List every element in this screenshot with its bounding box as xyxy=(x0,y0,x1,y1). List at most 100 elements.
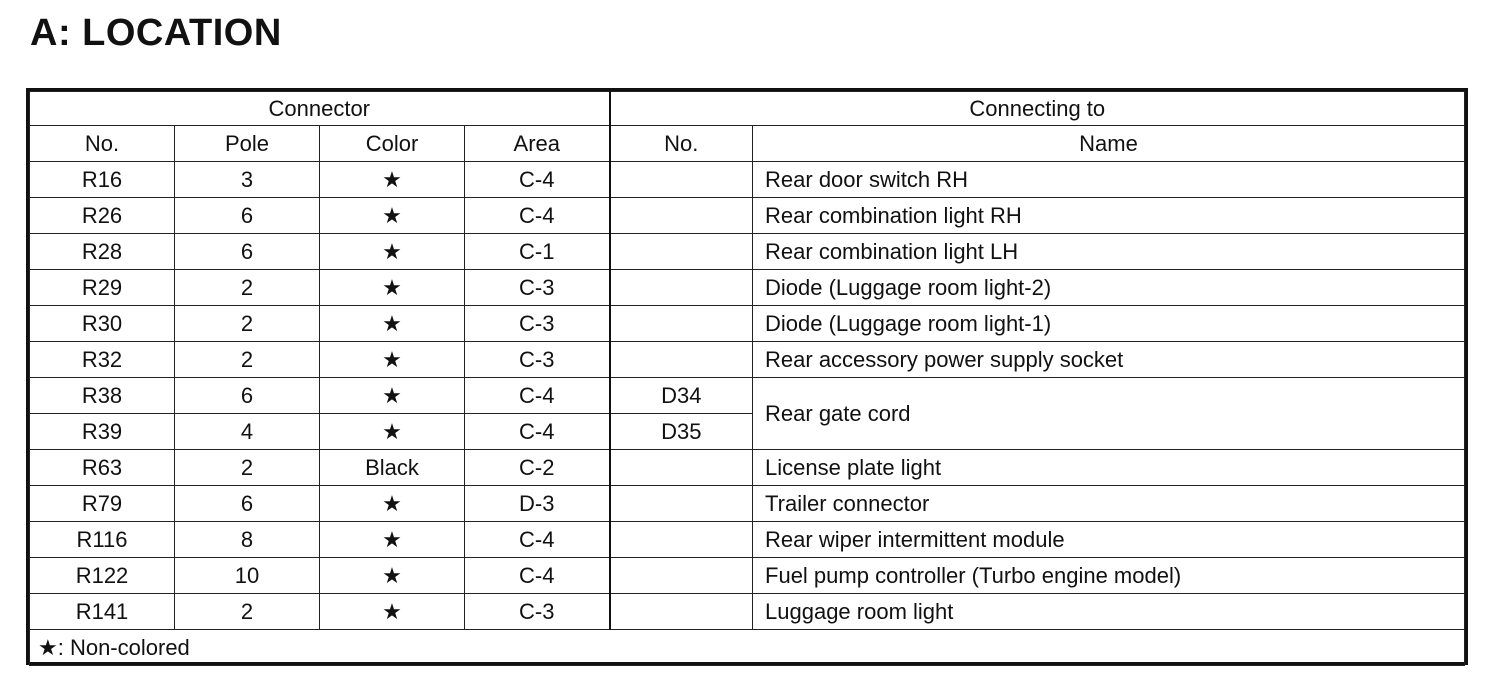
cell-color: ★ xyxy=(319,269,465,306)
footnote: ★: Non-colored xyxy=(29,629,1465,666)
cell-name: Rear gate cord xyxy=(752,377,1465,450)
cell-area: C-3 xyxy=(463,269,611,306)
cell-area: D-3 xyxy=(463,485,611,522)
cell-area: C-3 xyxy=(463,305,611,342)
cell-no: R63 xyxy=(29,449,175,486)
cell-no: R38 xyxy=(29,377,175,414)
table-row: R32 2 ★ C-3 Rear accessory power supply … xyxy=(29,341,1465,378)
cell-color: ★ xyxy=(319,413,465,450)
table-row: R29 2 ★ C-3 Diode (Luggage room light-2) xyxy=(29,269,1465,306)
cell-name: Rear accessory power supply socket xyxy=(752,341,1465,378)
cell-connecting-no xyxy=(608,305,754,342)
table-row: R122 10 ★ C-4 Fuel pump controller (Turb… xyxy=(29,557,1465,594)
cell-no: R16 xyxy=(29,161,175,198)
cell-area: C-2 xyxy=(463,449,611,486)
cell-connecting-no xyxy=(608,557,754,594)
cell-area: C-3 xyxy=(463,341,611,378)
cell-color: ★ xyxy=(319,485,465,522)
cell-pole: 6 xyxy=(174,233,320,270)
cell-pole: 3 xyxy=(174,161,320,198)
header-column-row: No. Pole Color Area No. Name xyxy=(29,125,1465,162)
cell-pole: 10 xyxy=(174,557,320,594)
cell-color: ★ xyxy=(319,557,465,594)
column-header-no: No. xyxy=(29,125,175,162)
column-header-area: Area xyxy=(463,125,611,162)
connecting-to-group-header: Connecting to xyxy=(608,91,1465,126)
table-row: R116 8 ★ C-4 Rear wiper intermittent mod… xyxy=(29,521,1465,558)
cell-area: C-4 xyxy=(463,557,611,594)
cell-no: R39 xyxy=(29,413,175,450)
cell-color: ★ xyxy=(319,521,465,558)
cell-pole: 6 xyxy=(174,377,320,414)
cell-no: R28 xyxy=(29,233,175,270)
location-table-container: Connector Connecting to No. Pole Color A… xyxy=(26,88,1468,666)
cell-no: R79 xyxy=(29,485,175,522)
cell-pole: 2 xyxy=(174,341,320,378)
cell-name: Trailer connector xyxy=(752,485,1465,522)
cell-connecting-no xyxy=(608,161,754,198)
cell-no: R29 xyxy=(29,269,175,306)
cell-pole: 8 xyxy=(174,521,320,558)
cell-name: Rear wiper intermittent module xyxy=(752,521,1465,558)
cell-color: ★ xyxy=(319,305,465,342)
cell-no: R141 xyxy=(29,593,175,630)
cell-name: Fuel pump controller (Turbo engine model… xyxy=(752,557,1465,594)
cell-connecting-no xyxy=(608,233,754,270)
cell-area: C-4 xyxy=(463,521,611,558)
table-row: R39 4 ★ C-4 D35 xyxy=(29,413,1465,450)
cell-connecting-no xyxy=(608,341,754,378)
column-header-name: Name xyxy=(752,125,1465,162)
connector-group-header: Connector xyxy=(28,91,611,126)
table-row: R30 2 ★ C-3 Diode (Luggage room light-1) xyxy=(29,305,1465,342)
cell-color: Black xyxy=(319,449,465,486)
cell-pole: 2 xyxy=(174,593,320,630)
column-header-connecting-no: No. xyxy=(608,125,754,162)
cell-area: C-4 xyxy=(463,161,611,198)
table-row: R16 3 ★ C-4 Rear door switch RH xyxy=(29,161,1465,198)
table-row: R141 2 ★ C-3 Luggage room light xyxy=(29,593,1465,630)
cell-no: R32 xyxy=(29,341,175,378)
cell-connecting-no: D35 xyxy=(608,413,754,450)
cell-pole: 2 xyxy=(174,269,320,306)
cell-name: Rear combination light RH xyxy=(752,197,1465,234)
cell-color: ★ xyxy=(319,197,465,234)
cell-connecting-no xyxy=(608,593,754,630)
cell-no: R122 xyxy=(29,557,175,594)
cell-pole: 6 xyxy=(174,485,320,522)
cell-connecting-no xyxy=(608,197,754,234)
cell-color: ★ xyxy=(319,161,465,198)
cell-color: ★ xyxy=(319,341,465,378)
table-row: R38 6 ★ C-4 D34 Rear gate cord xyxy=(29,377,1465,450)
cell-no: R26 xyxy=(29,197,175,234)
column-header-pole: Pole xyxy=(174,125,320,162)
table-row: R28 6 ★ C-1 Rear combination light LH xyxy=(29,233,1465,270)
cell-connecting-no xyxy=(608,485,754,522)
cell-connecting-no xyxy=(608,269,754,306)
cell-color: ★ xyxy=(319,233,465,270)
cell-pole: 4 xyxy=(174,413,320,450)
cell-name: Diode (Luggage room light-2) xyxy=(752,269,1465,306)
cell-no: R116 xyxy=(29,521,175,558)
cell-name: License plate light xyxy=(752,449,1465,486)
table-row: R63 2 Black C-2 License plate light xyxy=(29,449,1465,486)
cell-pole: 2 xyxy=(174,305,320,342)
cell-area: C-4 xyxy=(463,413,611,450)
cell-area: C-3 xyxy=(463,593,611,630)
cell-connecting-no: D34 xyxy=(608,377,754,414)
cell-name: Diode (Luggage room light-1) xyxy=(752,305,1465,342)
page-title: A: LOCATION xyxy=(30,12,282,54)
cell-area: C-4 xyxy=(463,377,611,414)
header-group-row: Connector Connecting to xyxy=(28,91,1465,126)
location-table: Connector Connecting to No. Pole Color A… xyxy=(28,91,1465,666)
footnote-row: ★: Non-colored xyxy=(29,629,1465,666)
column-header-color: Color xyxy=(319,125,465,162)
cell-name: Rear combination light LH xyxy=(752,233,1465,270)
cell-connecting-no xyxy=(608,521,754,558)
cell-name: Luggage room light xyxy=(752,593,1465,630)
cell-no: R30 xyxy=(29,305,175,342)
cell-pole: 6 xyxy=(174,197,320,234)
cell-color: ★ xyxy=(319,593,465,630)
cell-color: ★ xyxy=(319,377,465,414)
table-row: R79 6 ★ D-3 Trailer connector xyxy=(29,485,1465,522)
cell-pole: 2 xyxy=(174,449,320,486)
